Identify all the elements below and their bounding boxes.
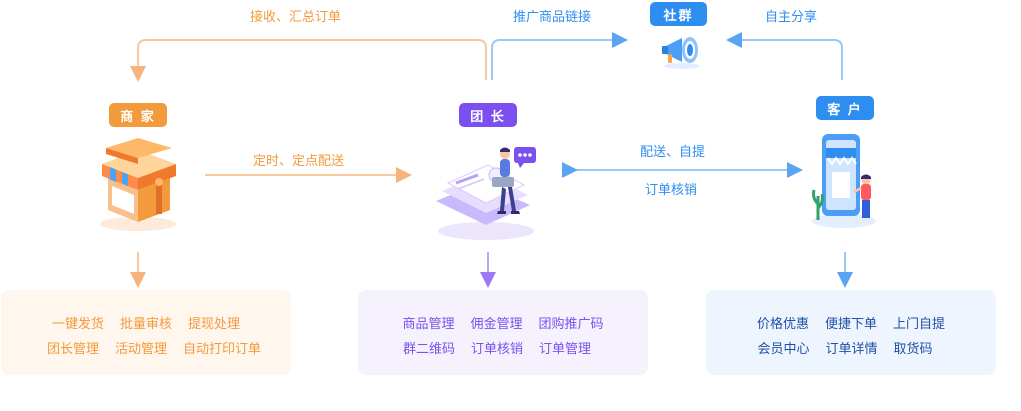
feature-product-manage: 商品管理 bbox=[402, 316, 455, 331]
receive-orders-label: 接收、汇总订单 bbox=[250, 9, 342, 24]
leader-badge: 团 长 bbox=[459, 103, 517, 127]
megaphone-icon bbox=[662, 37, 700, 69]
receive-orders-line bbox=[130, 39, 487, 82]
merchant-feature-row: 一键发货 批量审核 提现处理 bbox=[1, 310, 291, 335]
feature-order-detail: 订单详情 bbox=[825, 341, 878, 356]
promote-link-line bbox=[491, 32, 628, 80]
community-badge: 社群 bbox=[650, 2, 707, 26]
feature-activity-manage: 活动管理 bbox=[114, 341, 167, 356]
customer-feature-panel: 价格优惠 便捷下单 上门自提 会员中心 订单详情 取货码 bbox=[706, 290, 996, 375]
feature-group-qr: 群二维码 bbox=[402, 341, 455, 356]
feature-promo-code: 团购推广码 bbox=[538, 316, 604, 331]
self-share-line bbox=[726, 32, 843, 80]
leader-feature-row: 群二维码 订单核销 订单管理 bbox=[358, 335, 648, 360]
customer-feature-row: 价格优惠 便捷下单 上门自提 bbox=[706, 310, 996, 335]
leader-feature-row: 商品管理 佣金管理 团购推广码 bbox=[358, 310, 648, 335]
self-share-label: 自主分享 bbox=[765, 9, 818, 24]
merchant-badge: 商 家 bbox=[109, 103, 167, 127]
delivery-pickup-label: 配送、自提 bbox=[640, 144, 706, 159]
order-verify-label: 订单核销 bbox=[645, 182, 698, 197]
shop-icon bbox=[100, 138, 176, 231]
feature-order-manage: 订单管理 bbox=[539, 341, 592, 356]
customer-illustration bbox=[812, 134, 876, 228]
merchant-feature-row: 团长管理 活动管理 自动打印订单 bbox=[1, 335, 291, 360]
leader-illustration bbox=[436, 147, 536, 240]
feature-easy-order: 便捷下单 bbox=[824, 316, 877, 331]
feature-price-discount: 价格优惠 bbox=[756, 316, 809, 331]
feature-one-click-ship: 一键发货 bbox=[51, 316, 104, 331]
feature-auto-print: 自动打印订单 bbox=[183, 341, 262, 356]
customer-feature-row: 会员中心 订单详情 取货码 bbox=[706, 335, 996, 360]
feature-order-verify: 订单核销 bbox=[470, 341, 523, 356]
feature-batch-review: 批量审核 bbox=[119, 316, 172, 331]
customer-badge: 客 户 bbox=[816, 96, 874, 120]
promote-links-label: 推广商品链接 bbox=[513, 9, 592, 24]
leader-feature-panel: 商品管理 佣金管理 团购推广码 群二维码 订单核销 订单管理 bbox=[358, 290, 648, 375]
feature-member-center: 会员中心 bbox=[757, 341, 810, 356]
merchant-feature-panel: 一键发货 批量审核 提现处理 团长管理 活动管理 自动打印订单 bbox=[1, 290, 291, 375]
feature-withdraw: 提现处理 bbox=[188, 316, 241, 331]
timed-delivery-label: 定时、定点配送 bbox=[253, 153, 345, 168]
feature-leader-manage: 团长管理 bbox=[46, 341, 99, 356]
feature-pickup-code: 取货码 bbox=[893, 341, 933, 356]
feature-commission: 佣金管理 bbox=[470, 316, 523, 331]
feature-self-pickup: 上门自提 bbox=[893, 316, 946, 331]
